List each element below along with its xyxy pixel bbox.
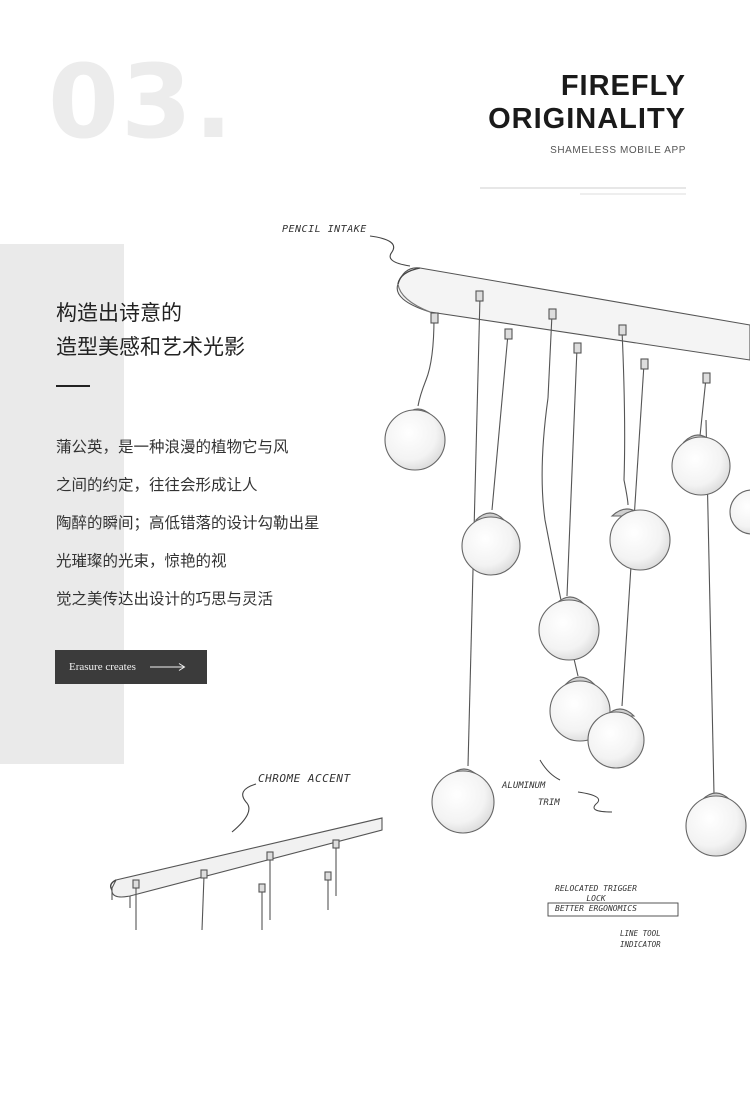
headline: 构造出诗意的 造型美感和艺术光影 bbox=[56, 296, 245, 364]
annotation-aluminum: ALUMINUM bbox=[502, 781, 546, 791]
annotation-relocated-trigger: RELOCATED TRIGGER LOCK BETTER ERGONOMICS bbox=[555, 884, 637, 914]
annotation-lock: LOCK bbox=[586, 894, 606, 903]
body-line: 觉之美传达出设计的巧思与灵活 bbox=[56, 590, 274, 608]
erasure-creates-button[interactable]: Erasure creates bbox=[55, 650, 207, 684]
brand-title: FIREFLY ORIGINALITY bbox=[488, 70, 686, 136]
brand-title-line2: ORIGINALITY bbox=[488, 103, 686, 135]
body-line: 蒲公英，是一种浪漫的植物它与风 bbox=[56, 438, 289, 456]
arrow-right-icon bbox=[149, 663, 186, 671]
brand-subtitle: SHAMELESS MOBILE APP bbox=[550, 145, 686, 156]
body-paragraph: 蒲公英，是一种浪漫的植物它与风 之间的约定，往往会形成让人 陶醉的瞬间；高低错落… bbox=[56, 428, 320, 618]
annotation-chrome-accent: CHROME ACCENT bbox=[258, 772, 351, 785]
annotation-relocated: RELOCATED TRIGGER bbox=[555, 884, 637, 893]
annotation-indicator: INDICATOR bbox=[620, 940, 661, 949]
annotation-trim: TRIM bbox=[538, 798, 560, 808]
section-number: 03. bbox=[48, 43, 235, 162]
brand-title-line1: FIREFLY bbox=[560, 70, 686, 102]
cta-label: Erasure creates bbox=[69, 661, 136, 673]
annotation-pencil-intake: PENCIL INTAKE bbox=[282, 224, 367, 235]
header-decor-lines bbox=[480, 187, 686, 195]
body-line: 光璀璨的光束，惊艳的视 bbox=[56, 552, 227, 570]
headline-line-2: 造型美感和艺术光影 bbox=[56, 335, 245, 359]
body-line: 陶醉的瞬间；高低错落的设计勾勒出星 bbox=[56, 514, 320, 532]
annotation-line-tool: LINE TOOL INDICATOR bbox=[620, 928, 661, 950]
annotation-ergonomics: BETTER ERGONOMICS bbox=[555, 904, 637, 913]
body-line: 之间的约定，往往会形成让人 bbox=[56, 476, 258, 494]
headline-line-1: 构造出诗意的 bbox=[56, 301, 182, 325]
headline-divider bbox=[56, 385, 90, 387]
annotation-line-tool-label: LINE TOOL bbox=[620, 929, 661, 938]
annotation-aluminum-trim: ALUMINUM TRIM bbox=[502, 778, 560, 812]
